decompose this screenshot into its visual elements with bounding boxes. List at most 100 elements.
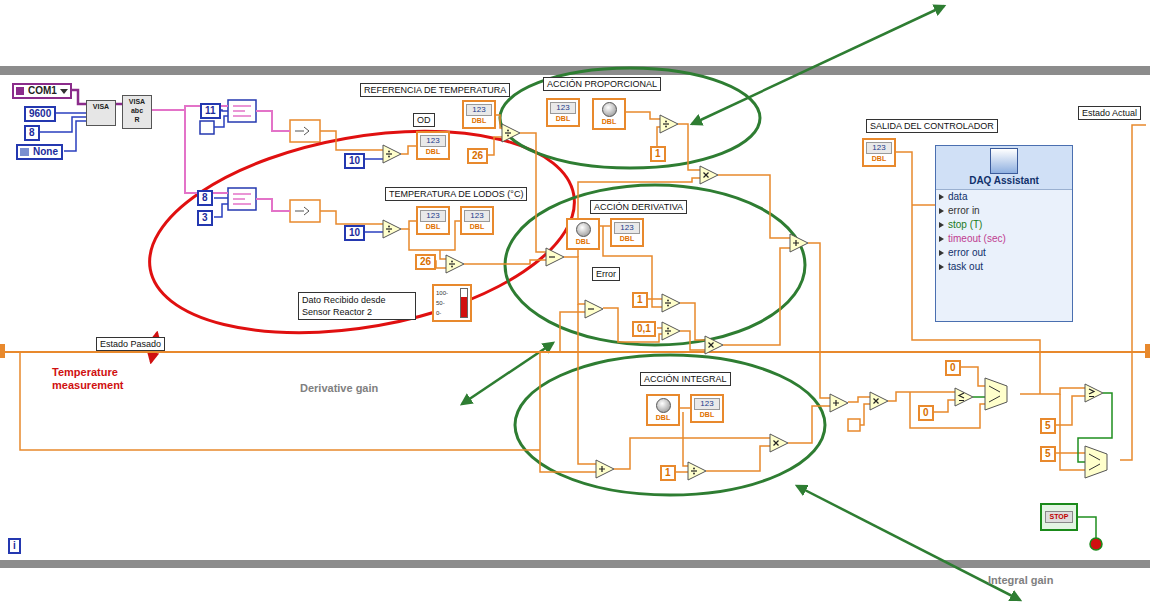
- function-triangle: [502, 124, 520, 142]
- function-triangle: [662, 294, 680, 312]
- visa-read-icon: VISAabcR: [122, 95, 152, 129]
- data-type: DBL: [420, 147, 446, 156]
- string-subset-icon: [228, 188, 256, 210]
- terminal-name: error out: [936, 246, 1072, 260]
- data-type: DBL: [866, 154, 892, 163]
- data-type: DBL: [650, 413, 676, 422]
- function-glyph: [386, 228, 392, 229]
- wire: [496, 115, 502, 128]
- glyph-dot: [665, 121, 667, 123]
- terminal-label: OD: [413, 113, 435, 127]
- scale: 100-50-0-: [436, 288, 458, 318]
- wire: [1020, 388, 1085, 394]
- wire: [364, 158, 383, 160]
- numeric-terminal: 123DBL: [462, 100, 496, 129]
- wire-label: Error: [592, 267, 620, 281]
- glyph-dot: [667, 300, 669, 302]
- terminal-display: 123: [694, 398, 720, 410]
- icon-text: abc: [123, 106, 151, 115]
- node-text: ACCIÓN INTEGRAL: [644, 373, 727, 385]
- function-triangle: [596, 460, 614, 478]
- function-glyph: [774, 441, 779, 446]
- node-text: 11: [205, 105, 216, 117]
- terminal-label: TEMPERATURA DE LODOS (°C): [385, 187, 527, 201]
- terminal-label: REFERENCIA DE TEMPERATURA: [360, 83, 510, 97]
- node-text: Error: [596, 268, 616, 280]
- wire: [657, 327, 662, 329]
- node-text: 0: [950, 362, 956, 374]
- wire: [64, 121, 86, 151]
- iteration-terminal: i: [8, 538, 21, 554]
- wire: [910, 392, 985, 428]
- wire: [564, 257, 585, 304]
- terminal-name: timeout (sec): [936, 232, 1072, 246]
- function-glyph: [549, 256, 555, 257]
- node-text: 3: [202, 212, 208, 224]
- function-glyph: [959, 393, 964, 401]
- glyph-dot: [388, 151, 390, 153]
- icon-glyph: [233, 106, 251, 116]
- numeric-constant: 1: [632, 292, 648, 308]
- numeric-constant: 5: [1040, 446, 1056, 462]
- node-text: 0: [923, 407, 929, 419]
- terminal-display: 123: [614, 222, 640, 234]
- function-glyph: [665, 330, 671, 331]
- wire: [1060, 394, 1085, 470]
- glyph-dot: [388, 156, 390, 158]
- wire: [626, 112, 660, 119]
- glyph-dot: [388, 231, 390, 233]
- enum-constant: None: [16, 144, 63, 160]
- node-text: SALIDA DEL CONTROLADOR: [870, 120, 994, 132]
- wire: [603, 308, 662, 342]
- knob-control: DBL: [646, 394, 680, 426]
- icon-glyph: [233, 194, 251, 204]
- function-triangle: [688, 462, 706, 480]
- terminal-display: 123: [866, 142, 892, 154]
- wire: [540, 352, 596, 472]
- terminal-name: task out: [936, 260, 1072, 274]
- numeric-constant: 0,1: [632, 321, 656, 337]
- function-triangle: [830, 394, 848, 412]
- terminal-display: 123: [466, 104, 492, 116]
- terminal-name: stop (T): [936, 218, 1072, 232]
- wire: [646, 298, 662, 300]
- select-glyph: [989, 386, 1000, 402]
- wire: [888, 392, 955, 401]
- wire: [464, 260, 546, 264]
- shift-register-label: Estado Pasado: [96, 337, 165, 351]
- wire: [1054, 396, 1085, 425]
- glyph-dot: [451, 266, 453, 268]
- numeric-constant: 26: [467, 148, 488, 164]
- glyph-dot: [667, 328, 669, 330]
- wire: [932, 400, 955, 412]
- wire: [185, 110, 228, 193]
- annotation-text: Derivative gain: [300, 382, 378, 395]
- node-text: COM1: [28, 85, 57, 97]
- terminal-display: 123: [420, 210, 446, 222]
- stop-terminal: [1090, 538, 1102, 550]
- scale-tick: 100-: [436, 288, 458, 298]
- annotation-text: Integral gain: [988, 574, 1053, 587]
- annotation-text: Integral gain: [988, 574, 1053, 587]
- node-text: Estado Actual: [1082, 107, 1137, 119]
- wire: [214, 197, 228, 199]
- function-glyph: [793, 240, 799, 246]
- numeric-constant: 0: [918, 405, 934, 421]
- string-to-number-icon: [290, 120, 320, 142]
- annotation-text: Derivative gain: [300, 382, 378, 395]
- select-glyph: [1089, 454, 1100, 470]
- function-triangle: [790, 234, 808, 252]
- glyph-dot: [667, 333, 669, 335]
- wire: [440, 250, 446, 259]
- numeric-constant: [200, 121, 214, 134]
- glyph-dot: [693, 468, 695, 470]
- wire: [788, 406, 830, 443]
- wire: [678, 124, 700, 170]
- function-triangle: [383, 220, 401, 238]
- node-text: 5: [1045, 448, 1051, 460]
- function-triangle: [955, 388, 973, 406]
- data-type: DBL: [694, 410, 720, 419]
- highlight-ellipse: [505, 185, 805, 345]
- wire: [723, 248, 790, 345]
- node-text: Estado Pasado: [100, 338, 161, 350]
